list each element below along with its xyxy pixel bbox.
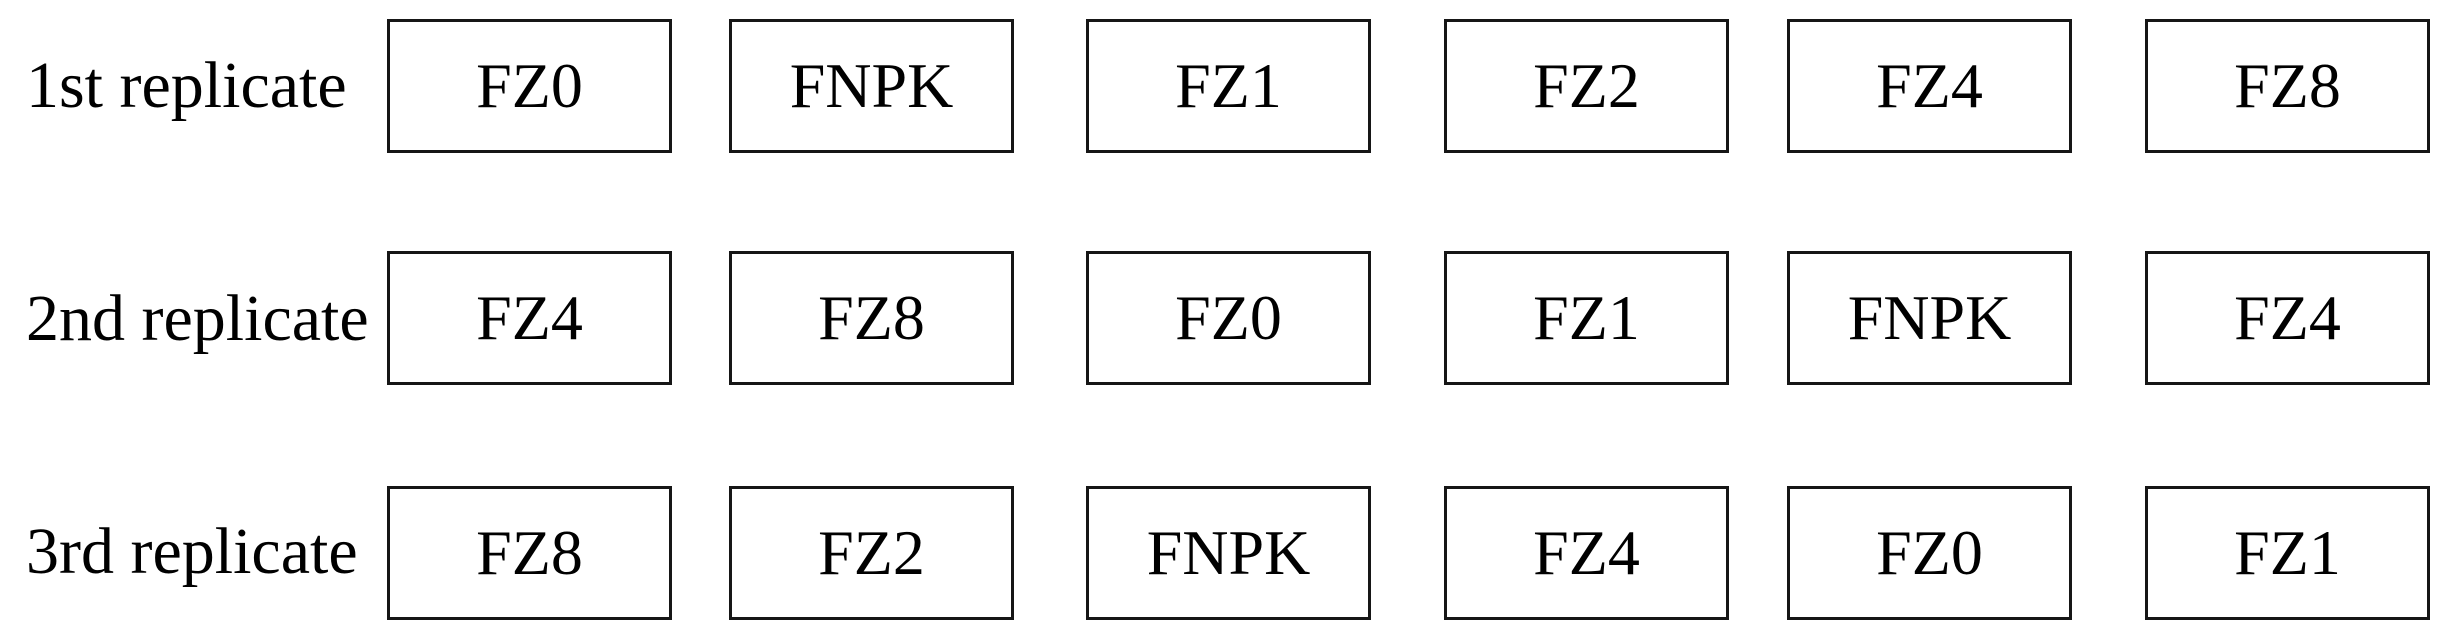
plot-box: FZ8 [729,251,1014,385]
plot-box: FZ8 [387,486,672,620]
row-label-1st-replicate: 1st replicate [26,49,347,122]
plot-box: FZ4 [1444,486,1729,620]
plot-box: FZ1 [1444,251,1729,385]
plot-box: FZ4 [2145,251,2430,385]
plot-box: FZ4 [1787,19,2072,153]
plot-box: FNPK [1787,251,2072,385]
plot-box: FNPK [1086,486,1371,620]
plot-box: FZ1 [1086,19,1371,153]
plot-box: FZ4 [387,251,672,385]
row-label-2nd-replicate: 2nd replicate [26,282,369,355]
plot-box: FZ2 [1444,19,1729,153]
plot-box: FZ0 [1086,251,1371,385]
plot-box: FZ2 [729,486,1014,620]
plot-box: FZ0 [1787,486,2072,620]
row-label-3rd-replicate: 3rd replicate [26,515,358,588]
plot-box: FNPK [729,19,1014,153]
plot-box: FZ1 [2145,486,2430,620]
plot-box: FZ0 [387,19,672,153]
plot-box: FZ8 [2145,19,2430,153]
